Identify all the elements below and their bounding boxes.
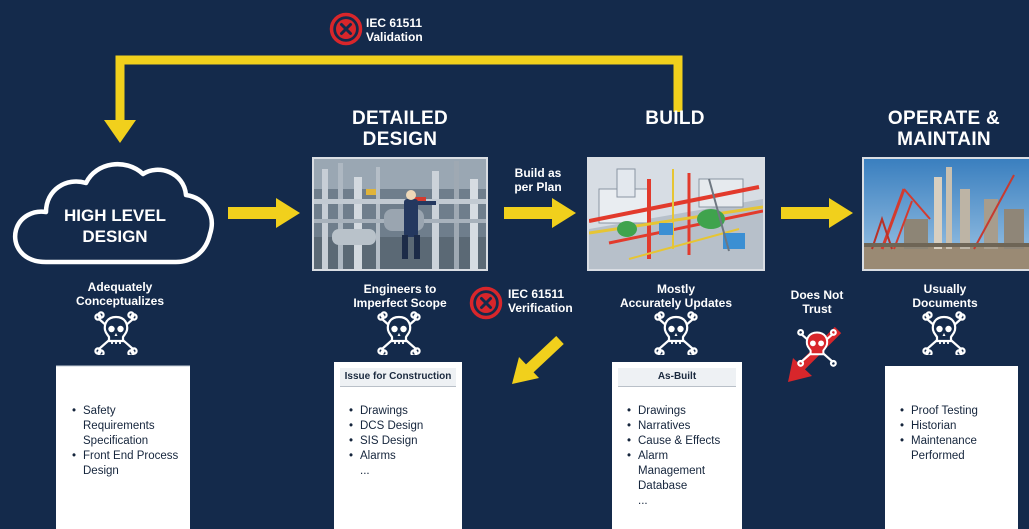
validation-label: IEC 61511 Validation (366, 16, 423, 44)
detailed-design-title: DETAILED DESIGN (352, 108, 448, 150)
list-item: Maintenance Performed (900, 434, 995, 464)
list-item: Proof Testing (900, 404, 1012, 419)
skull-crossbones-icon (94, 311, 138, 355)
3d-model-image (587, 157, 765, 271)
red-skull-crossbones-icon (797, 329, 837, 367)
verification-arrow (512, 335, 564, 384)
detailed-doc-list: Drawings DCS Design SIS Design Alarms ..… (349, 404, 459, 479)
list-item: Drawings (349, 404, 459, 419)
list-item-more: ... (360, 465, 370, 477)
issue-for-construction-header: Issue for Construction (334, 362, 462, 392)
as-built-header: As-Built (612, 362, 742, 392)
list-item: Alarms (349, 449, 459, 464)
high-level-doc-list: Safety Requirements Specification Front … (72, 404, 184, 479)
skull-crossbones-icon (654, 311, 698, 355)
doc-title: Issue for Construction (340, 368, 456, 387)
does-not-trust-label: Does Not Trust (790, 288, 844, 316)
list-item: Cause & Effects (627, 434, 739, 449)
skull-crossbones-icon (377, 311, 421, 355)
list-item: Narratives (627, 419, 739, 434)
x-circle-icon (469, 286, 503, 320)
list-item: DCS Design (349, 419, 459, 434)
list-item: Drawings (627, 404, 739, 419)
list-item: Historian (900, 419, 1012, 434)
operate-maintain-title: OPERATE & MAINTAIN (887, 108, 1001, 150)
build-title: BUILD (645, 108, 705, 129)
list-item: Front End Process Design (72, 449, 184, 479)
arrow-high-level-to-detailed (228, 198, 300, 228)
list-item: SIS Design (349, 434, 459, 449)
arrow-build-to-operate (781, 198, 853, 228)
build-caption: Mostly Accurately Updates (619, 282, 733, 310)
engineering-plant-photo (312, 157, 488, 271)
skull-crossbones-icon (922, 311, 966, 355)
operating-plant-photo (862, 157, 1029, 271)
high-level-caption: Adequately Conceptualizes (75, 280, 165, 308)
detailed-caption: Engineers to Imperfect Scope (353, 282, 447, 310)
build-doc-list: Drawings Narratives Cause & Effects Alar… (627, 404, 739, 509)
operate-doc-list: Proof Testing Historian Maintenance Perf… (900, 404, 1012, 464)
list-item-more: ... (638, 495, 648, 507)
x-circle-icon (329, 12, 363, 46)
validation-loop-arrow (104, 55, 683, 143)
doc-title: As-Built (618, 368, 736, 387)
operate-caption: Usually Documents (912, 282, 978, 310)
arrow-detailed-to-build (504, 198, 576, 228)
build-as-per-plan-label: Build as per Plan (514, 166, 562, 194)
verification-label: IEC 61511 Verification (508, 287, 573, 315)
list-item: Safety Requirements Specification (72, 404, 184, 449)
list-item: Alarm Management Database (627, 449, 722, 494)
cloud-icon (12, 162, 214, 265)
high-level-design-title: HIGH LEVEL DESIGN (63, 206, 166, 246)
